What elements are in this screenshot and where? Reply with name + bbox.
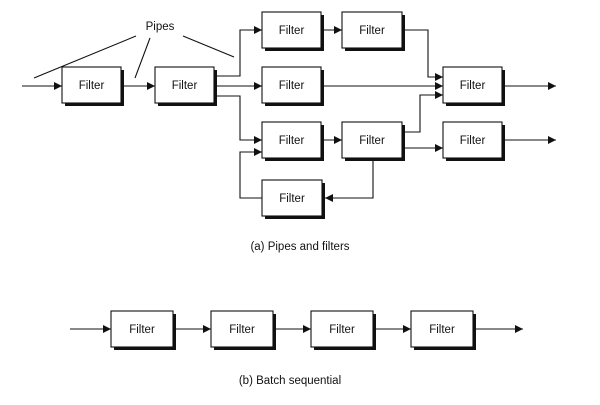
caption-batch-sequential: (b) Batch sequential: [239, 375, 341, 387]
filter-label: Filter: [79, 80, 105, 92]
pipe: [214, 26, 262, 77]
filter-box: Filter: [154, 66, 217, 106]
pipe: [325, 158, 374, 202]
filter-label: Filter: [279, 193, 305, 205]
filter-box: Filter: [310, 310, 376, 350]
filter-label: Filter: [460, 80, 486, 92]
batch-sequential-diagram: Filter Filter Filter Filter (b) Batch se…: [70, 310, 523, 387]
filter-label: Filter: [359, 25, 385, 37]
filter-box: Filter: [261, 66, 324, 106]
filter-label: Filter: [429, 324, 455, 336]
pipe: [405, 91, 443, 133]
filter-label: Filter: [279, 25, 305, 37]
filter-box: Filter: [110, 310, 176, 350]
filter-label: Filter: [229, 324, 255, 336]
pipes-callout-line: [182, 35, 235, 58]
filter-label: Filter: [359, 135, 385, 147]
pipe: [214, 95, 262, 144]
filter-label: Filter: [279, 80, 305, 92]
pipes: [22, 26, 556, 202]
filter-box: Filter: [410, 310, 476, 350]
filter-box: Filter: [442, 121, 505, 161]
pipes-and-filters-diagram: Pipes: [22, 11, 556, 253]
caption-pipes-and-filters: (a) Pipes and filters: [250, 241, 349, 253]
filter-box: Filter: [261, 179, 325, 219]
filter-box: Filter: [210, 310, 276, 350]
filter-label: Filter: [172, 80, 198, 92]
filter-label: Filter: [129, 324, 155, 336]
pipe: [239, 148, 262, 199]
pipes-label: Pipes: [146, 21, 175, 33]
filter-box: Filter: [261, 121, 324, 161]
filter-box: Filter: [61, 66, 124, 106]
pipes-callout-line: [33, 35, 137, 79]
filter-box: Filter: [341, 121, 405, 161]
filter-label: Filter: [460, 135, 486, 147]
filter-box: Filter: [442, 66, 505, 106]
pipes-callout-line: [134, 37, 151, 79]
filter-label: Filter: [279, 135, 305, 147]
filter-box: Filter: [261, 11, 324, 51]
pipe: [405, 29, 443, 81]
filter-label: Filter: [329, 324, 355, 336]
filter-box: Filter: [341, 11, 405, 51]
